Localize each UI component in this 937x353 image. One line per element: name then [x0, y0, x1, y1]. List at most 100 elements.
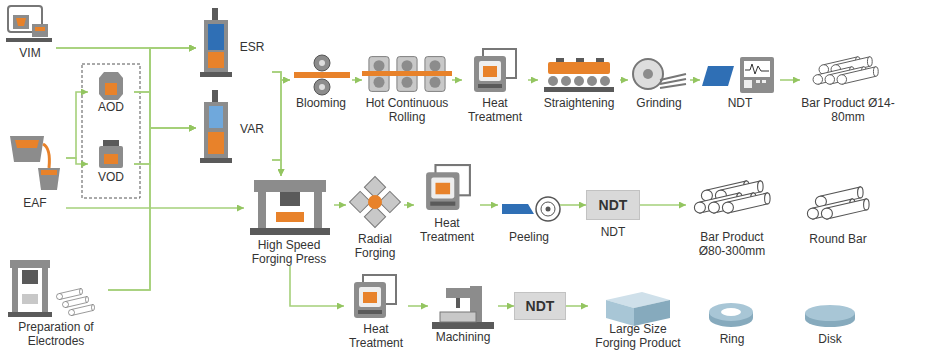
electrode-press	[69, 305, 95, 316]
aod-vod-group	[103, 140, 119, 146]
rolling-stands	[362, 57, 452, 92]
ndt-box: NDT	[514, 292, 566, 320]
vim-furnace	[16, 18, 26, 26]
vim-furnace	[13, 15, 29, 29]
flow-arrow	[690, 79, 700, 81]
ndt-tester	[740, 57, 774, 93]
process-step: AOD	[88, 70, 134, 114]
heat-treatment-furnace	[354, 49, 516, 318]
grinding-wheel	[660, 84, 686, 88]
node-label: High Speed Forging Press	[244, 238, 334, 266]
grinding-wheel	[633, 59, 663, 89]
node-label: Heat Treatment	[414, 216, 480, 244]
ndt-tester	[744, 80, 752, 88]
flow-arrow	[480, 204, 498, 206]
process-step: Heat Treatment	[414, 160, 480, 244]
flow-arrow	[620, 79, 628, 81]
var-furnace	[200, 90, 232, 163]
node-label: Radial Forging	[346, 232, 404, 260]
peeling-tool	[502, 197, 560, 221]
process-step: NDT	[700, 52, 780, 110]
esr-furnace	[204, 20, 228, 72]
ring-product	[709, 303, 753, 327]
node-label: VIM	[4, 46, 56, 60]
large-forging-block	[606, 292, 670, 326]
esr-furnace	[208, 24, 224, 50]
aod-vod-group	[105, 83, 117, 95]
flow-arrow	[108, 128, 196, 290]
flow-arrow	[66, 92, 88, 158]
node-label: ESR	[232, 40, 272, 54]
straightening-machine	[574, 76, 584, 86]
bar-stack	[722, 193, 770, 213]
esr-furnace	[208, 52, 224, 68]
electrode-press	[10, 260, 50, 268]
node-label: AOD	[88, 100, 134, 114]
esr-furnace	[200, 72, 232, 77]
forging-press	[258, 192, 266, 230]
node-label: NDT	[577, 225, 649, 239]
process-step: Peeling	[498, 190, 560, 244]
forging-press	[280, 192, 300, 206]
process-step: High Speed Forging Press	[244, 176, 334, 266]
heat-treatment-furnace	[354, 275, 396, 318]
node-label: NDT	[700, 96, 780, 110]
flow-arrow	[780, 79, 800, 81]
ndt-tester	[756, 80, 760, 83]
flow-arrow	[404, 204, 414, 206]
flow-arrow	[272, 72, 281, 176]
process-step: Bar Product Ø14-80mm	[800, 52, 896, 124]
eaf-furnace	[10, 136, 44, 162]
process-step: Blooming	[290, 52, 352, 110]
process-step: VIM	[4, 4, 56, 60]
process-step: Grinding	[628, 52, 690, 110]
bar-stack	[694, 57, 878, 219]
flow-arrow	[134, 128, 196, 164]
radial-forging-dies	[365, 192, 385, 212]
node-label: Blooming	[290, 96, 352, 110]
machining-center	[432, 322, 494, 329]
straightening-machine	[548, 76, 558, 86]
ring-product	[709, 303, 753, 321]
process-step: Bar Product Ø80-300mm	[686, 178, 778, 258]
eaf-furnace	[10, 136, 60, 190]
grinding-wheel	[660, 79, 686, 84]
straightening-machine	[576, 58, 584, 62]
node-label: VAR	[232, 122, 272, 136]
process-step: EAF	[4, 128, 66, 210]
process-step: ESR	[196, 6, 272, 80]
radial-forging-dies	[350, 177, 401, 228]
node-label: Round Bar	[796, 232, 880, 246]
process-step: Hot Continuous Rolling	[362, 52, 452, 124]
node-label: Ring	[704, 332, 760, 346]
process-step: Straightening	[538, 52, 620, 110]
radial-forging-dies	[379, 191, 400, 212]
electrode-press	[8, 312, 52, 317]
esr-furnace	[200, 8, 232, 77]
bar-stack	[821, 199, 869, 219]
var-furnace	[209, 106, 223, 128]
straightening-machine	[548, 62, 610, 74]
aod-vod-group	[104, 154, 118, 164]
ndt-box: NDTNDT	[586, 190, 640, 220]
flow-arrow	[408, 305, 428, 307]
node-label: Heat Treatment	[462, 96, 528, 124]
flow-arrow	[566, 305, 588, 307]
node-label: Heat Treatment	[344, 322, 408, 350]
straightening-machine	[556, 58, 564, 62]
flow-arrow	[560, 204, 586, 206]
aod-vod-group	[99, 72, 123, 100]
flow-arrow	[334, 204, 346, 206]
eaf-furnace	[43, 144, 49, 168]
electrode-press	[57, 289, 83, 300]
forging-press	[250, 180, 330, 235]
flow-arrow	[452, 79, 462, 81]
peeling-tool	[536, 197, 560, 221]
radial-forging-dies	[350, 191, 371, 212]
blooming-mill	[294, 72, 350, 78]
process-step: VOD	[88, 136, 134, 184]
node-label: EAF	[4, 196, 66, 210]
